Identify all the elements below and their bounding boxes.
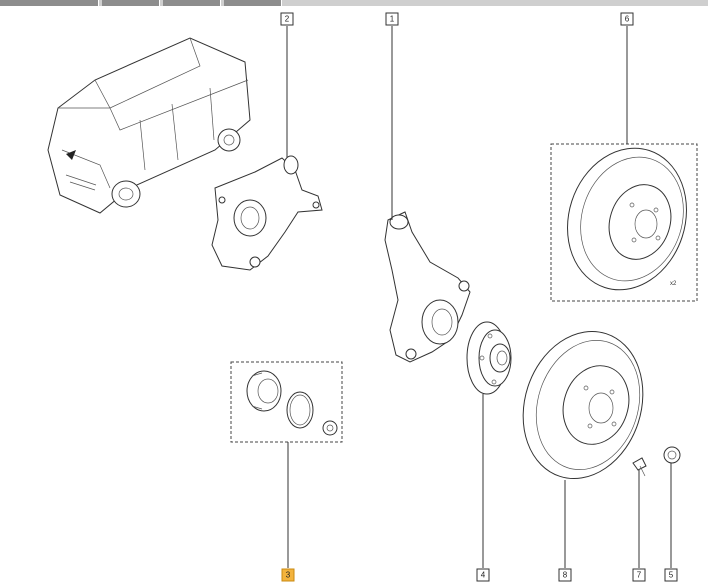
callout-5[interactable]: 5 (664, 568, 678, 582)
part-6-brake-disc-group: x2 (550, 143, 698, 302)
van-illustration (47, 37, 251, 214)
tab-3[interactable] (102, 0, 160, 6)
svg-text:5: 5 (669, 571, 674, 580)
callout-2[interactable]: 2 (280, 12, 294, 26)
part-5-hub-nut (663, 446, 681, 464)
callout-1[interactable]: 1 (385, 12, 399, 26)
part-7-bolt (632, 457, 647, 477)
part-1-steering-knuckle (384, 211, 471, 363)
svg-text:8: 8 (563, 571, 568, 580)
callout-7[interactable]: 7 (632, 568, 646, 582)
svg-text:7: 7 (637, 571, 642, 580)
part-3-bearing-kit-group (230, 361, 343, 443)
leader-lines (286, 26, 672, 568)
callout-4[interactable]: 4 (476, 568, 490, 582)
tab-2[interactable] (41, 0, 99, 6)
tab-bar (0, 0, 708, 6)
part-8-brake-disc (522, 330, 644, 480)
callout-6[interactable]: 6 (620, 12, 634, 26)
svg-text:3: 3 (286, 571, 291, 580)
quantity-note: x2 (670, 281, 677, 287)
tab-5[interactable] (224, 0, 282, 6)
callout-3[interactable]: 3 (281, 568, 295, 582)
part-2-steering-knuckle (211, 155, 323, 271)
tab-4[interactable] (163, 0, 221, 6)
callout-8[interactable]: 8 (558, 568, 572, 582)
svg-text:2: 2 (285, 15, 290, 24)
exploded-parts-diagram: x2 2 1 6 (47, 12, 698, 582)
svg-text:4: 4 (481, 571, 486, 580)
svg-text:6: 6 (625, 15, 630, 24)
part-4-wheel-hub (466, 321, 512, 395)
svg-text:1: 1 (390, 15, 395, 24)
